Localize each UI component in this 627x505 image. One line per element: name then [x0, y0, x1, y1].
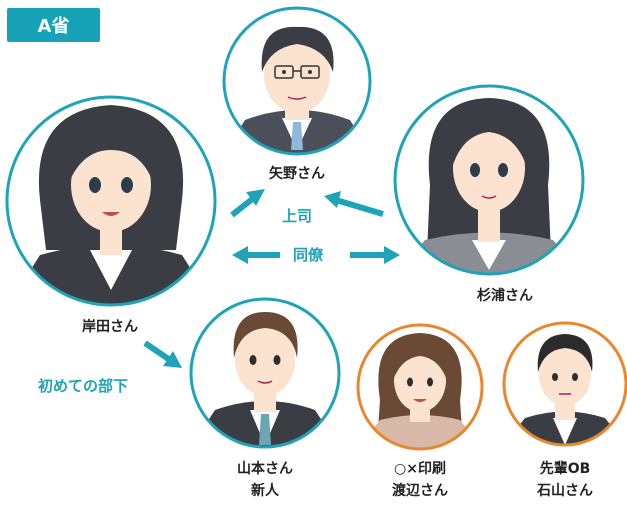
label-watanabe-org: ○×印刷 — [394, 461, 446, 477]
name-sugiura: 杉浦さん — [477, 288, 533, 304]
portrait-watanabe — [356, 323, 484, 451]
name-yano: 矢野さん — [269, 166, 325, 182]
arrow-kishida-to-yano — [230, 189, 265, 218]
arrow-colleague-left — [232, 246, 280, 264]
name-watanabe: 渡辺さん — [392, 483, 448, 499]
label-colleague: 同僚 — [293, 246, 324, 264]
relation-arrows — [143, 189, 400, 368]
label-boss: 上司 — [282, 207, 313, 225]
portrait-kishida — [5, 95, 217, 307]
arrow-kishida-to-yamamoto — [143, 340, 182, 368]
name-ishiyama: 石山さん — [537, 483, 593, 499]
label-first-subordinate: 初めての部下 — [38, 377, 129, 395]
arrow-colleague-right — [350, 246, 400, 264]
name-kishida: 岸田さん — [82, 319, 138, 335]
portrait-sugiura — [393, 84, 585, 276]
portrait-ishiyama — [502, 321, 627, 447]
arrow-sugiura-to-yano — [324, 191, 384, 217]
portrait-yano — [222, 6, 372, 156]
name-yamamoto: 山本さん — [237, 461, 293, 477]
ministry-badge: A省 — [7, 8, 100, 42]
portrait-yamamoto — [189, 297, 341, 449]
label-ishiyama-role: 先輩OB — [539, 461, 591, 477]
label-yamamoto-sub: 新人 — [251, 483, 279, 499]
